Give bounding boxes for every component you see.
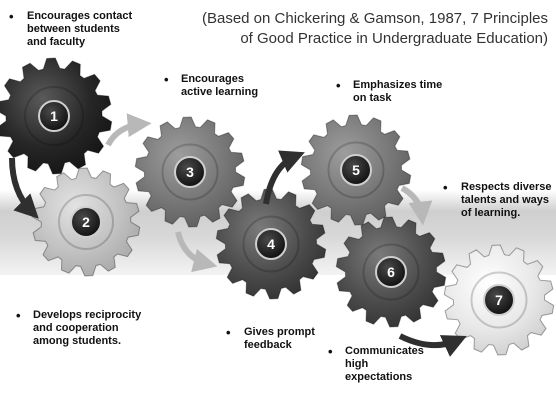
gear-5-number: 5 bbox=[352, 162, 360, 178]
gear-2: 2 bbox=[31, 167, 141, 277]
arrow-5-to-6 bbox=[400, 185, 433, 226]
principle-2-text: Develops reciprocity and cooperation amo… bbox=[33, 309, 142, 347]
gear-7: 7 bbox=[443, 244, 555, 356]
bullet-2: • bbox=[16, 308, 21, 323]
gear-4-ring bbox=[242, 215, 300, 273]
gear-6-number: 6 bbox=[387, 264, 395, 280]
gear-7-hub bbox=[483, 284, 515, 316]
gear-3: 3 bbox=[134, 116, 246, 228]
arrow-3-to-4 bbox=[175, 231, 218, 273]
gear-1-hub bbox=[38, 100, 70, 132]
gear-7-ring bbox=[470, 271, 528, 329]
bullet-5: • bbox=[336, 78, 341, 93]
bullet-1: • bbox=[9, 9, 14, 24]
gear-6-hub bbox=[375, 256, 407, 288]
bullet-7: • bbox=[443, 180, 448, 195]
arrow-1-to-2 bbox=[9, 157, 39, 219]
arrow-4-to-5 bbox=[263, 150, 305, 205]
gear-5-hub bbox=[340, 154, 372, 186]
gear-4: 4 bbox=[215, 188, 327, 300]
arrow-1-to-3 bbox=[105, 113, 152, 147]
gear-4-hub bbox=[255, 228, 287, 260]
principle-6-text: Communicates high expectations bbox=[345, 345, 424, 383]
gear-3-hub bbox=[174, 156, 206, 188]
bullet-4: • bbox=[226, 325, 231, 340]
gear-3-number: 3 bbox=[186, 164, 194, 180]
gear-7-number: 7 bbox=[495, 292, 503, 308]
bullet-6: • bbox=[328, 344, 333, 359]
principle-7-text: Respects diverse talents and ways of lea… bbox=[461, 181, 552, 219]
gear-2-number: 2 bbox=[82, 214, 90, 230]
principle-1-text: Encourages contact between students and … bbox=[27, 10, 133, 48]
principle-4-text: Gives prompt feedback bbox=[244, 326, 315, 351]
gear-6: 6 bbox=[335, 216, 447, 328]
gear-6-ring bbox=[362, 243, 420, 301]
gear-5-ring bbox=[327, 141, 385, 199]
gear-5: 5 bbox=[300, 114, 412, 226]
gear-1: 1 bbox=[0, 57, 113, 175]
arrow-6-to-7 bbox=[398, 333, 467, 357]
citation-text: (Based on Chickering & Gamson, 1987, 7 P… bbox=[201, 10, 548, 47]
gear-2-ring bbox=[58, 194, 114, 250]
principle-5-text: Emphasizes time on task bbox=[353, 79, 443, 104]
gear-1-number: 1 bbox=[50, 108, 58, 124]
gear-1-ring bbox=[24, 86, 84, 146]
gear-3-ring bbox=[161, 143, 219, 201]
gear-4-number: 4 bbox=[267, 236, 275, 252]
gear-2-hub bbox=[70, 206, 102, 238]
principle-3-text: Encourages active learning bbox=[181, 73, 259, 98]
bullet-3: • bbox=[164, 72, 169, 87]
